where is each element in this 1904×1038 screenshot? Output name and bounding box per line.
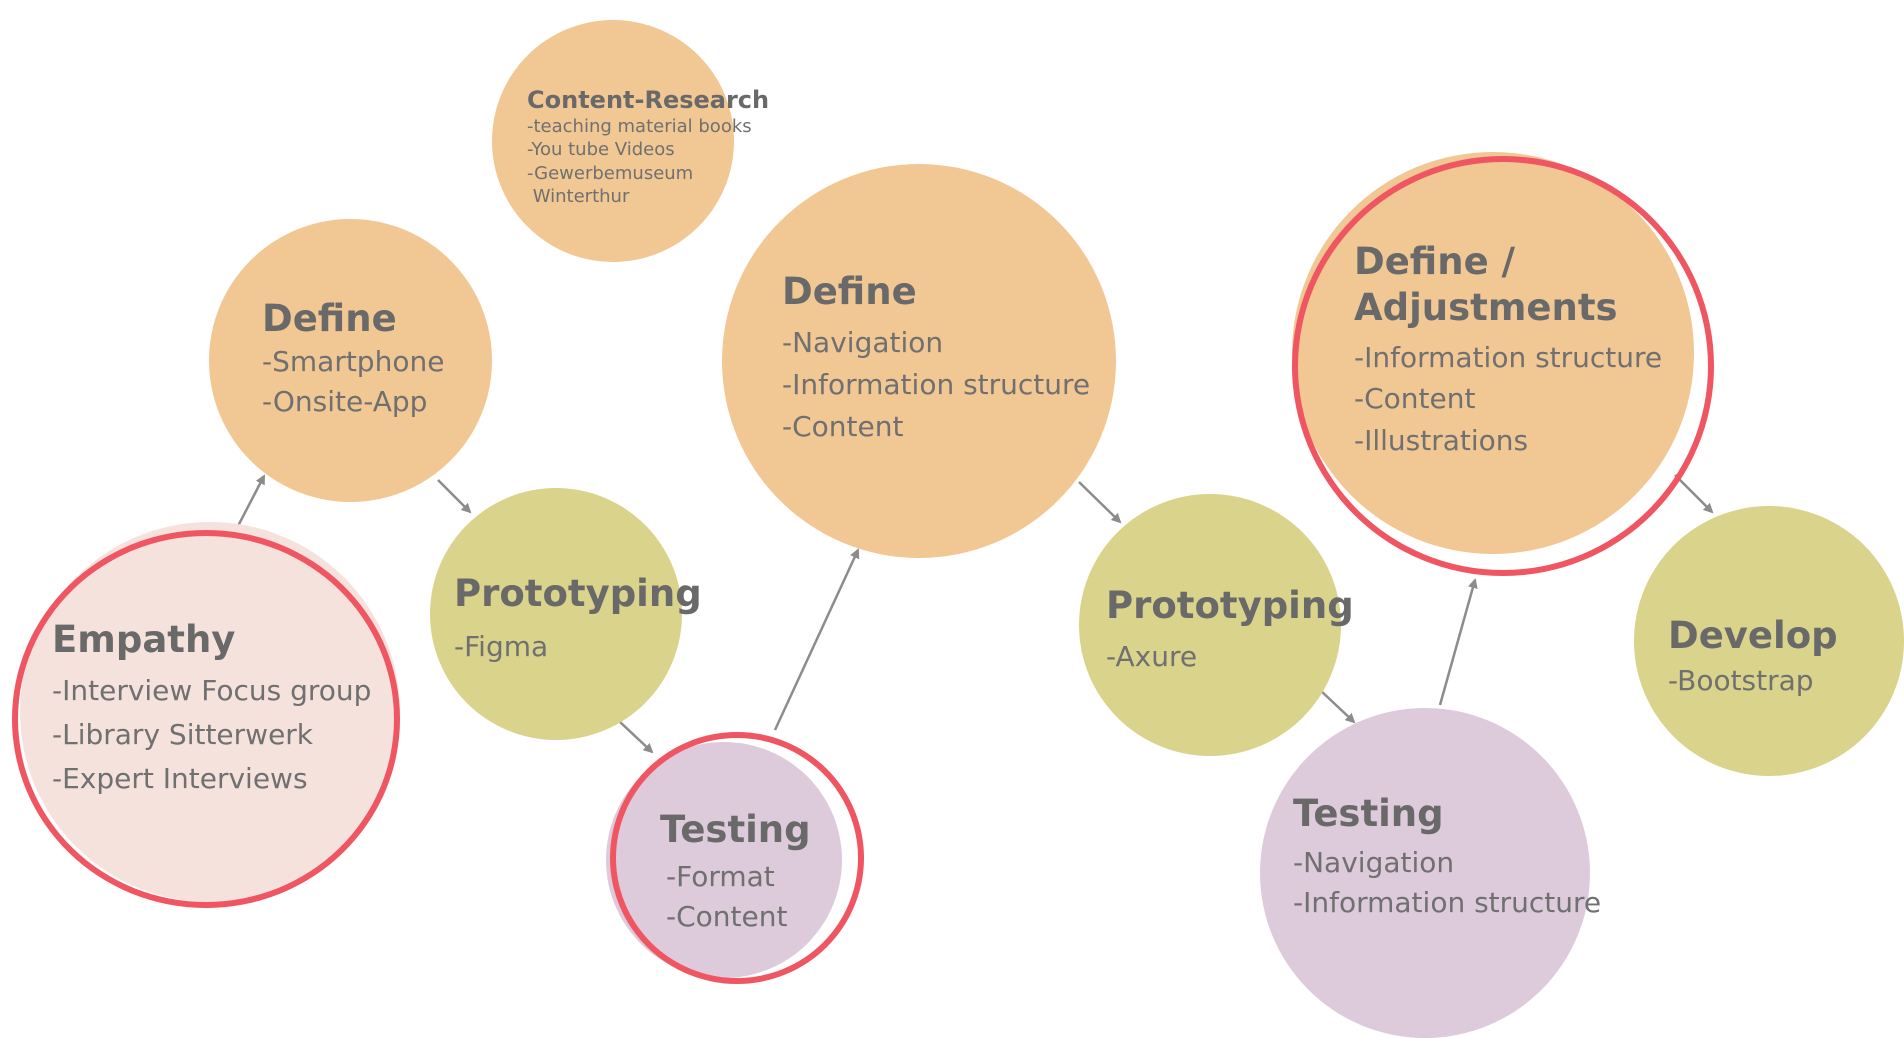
arrow-define-to-prototyping [437,479,472,514]
content-research-item: Gewerbemuseum [527,162,769,185]
define-adjustments-title-line1: Define / [1354,240,1516,283]
testing-item: Content [660,900,811,934]
testing-title: Testing [660,808,811,851]
testing-node: Testing Format Content [660,808,811,934]
define-item: Content [782,410,1090,444]
define-item: Smartphone [262,345,444,379]
testing-item: Format [660,860,811,894]
define-title: Define [782,270,917,313]
develop-node: Develop Bootstrap [1668,614,1838,698]
empathy-circle [20,522,400,902]
content-research-item: You tube Videos [527,138,769,161]
prototyping-title: Prototyping [454,572,702,615]
testing-item: Navigation [1293,846,1601,880]
content-research-node: Content-Research teaching material books… [527,86,769,208]
arrow-define-to-prototyping-2 [1078,481,1122,524]
arrow-testing-to-define-adjustments [1438,578,1478,706]
arrow-prototyping-to-testing [619,721,654,754]
define-node: Define Smartphone Onsite-App [262,297,444,419]
arrow-testing-to-define [773,548,860,731]
empathy-item: Expert Interviews [52,762,371,796]
prototyping-item: Figma [454,630,702,664]
empathy-node: Empathy Interview Focus group Library Si… [52,618,371,795]
define-node: Define Navigation Information structure … [782,270,1090,443]
define-item: Onsite-App [262,385,444,419]
prototyping-item: Axure [1106,640,1354,674]
prototyping-node: Prototyping Figma [454,572,702,664]
testing-item: Information structure [1293,886,1601,920]
develop-circle [1634,506,1904,776]
develop-title: Develop [1668,614,1838,657]
empathy-title: Empathy [52,618,236,661]
define-adjustments-item: Content [1354,382,1662,416]
define-item: Navigation [782,326,1090,360]
define-item: Information structure [782,368,1090,402]
define-adjustments-node: Define / Adjustments Information structu… [1354,240,1662,458]
arrow-prototyping-to-testing-2 [1319,689,1356,724]
arrow-define-adjustments-to-develop [1674,474,1714,514]
testing-node: Testing Navigation Information structure [1293,792,1601,920]
develop-item: Bootstrap [1668,664,1838,698]
define-adjustments-item: Illustrations [1354,424,1662,458]
define-adjustments-item: Information structure [1354,341,1662,375]
testing-title: Testing [1293,792,1444,835]
arrow-empathy-to-define [235,474,266,529]
prototyping-circle [430,488,682,740]
define-circle [722,164,1116,558]
content-research-title: Content-Research [527,86,770,114]
empathy-item: Library Sitterwerk [52,718,371,752]
define-title: Define [262,297,397,340]
content-research-item: teaching material books [527,115,769,138]
prototyping-node: Prototyping Axure [1106,584,1354,674]
define-adjustments-title-line2: Adjustments [1354,286,1618,330]
prototyping-title: Prototyping [1106,584,1354,627]
content-research-item: Winterthur [527,185,630,207]
empathy-item: Interview Focus group [52,674,371,708]
